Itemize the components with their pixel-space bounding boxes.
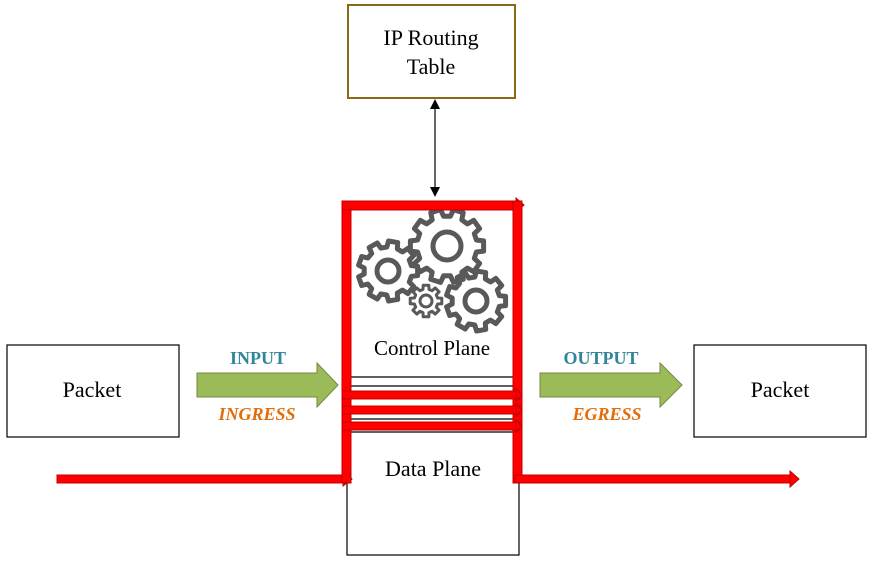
right-packet-label: Packet	[751, 377, 810, 402]
plane-separator-lines	[347, 376, 519, 433]
gear-shape	[356, 238, 421, 304]
ingress-label: INGRESS	[217, 404, 295, 424]
input-arrow	[196, 361, 339, 409]
left-packet-box: Packet	[6, 344, 180, 438]
left-packet-label: Packet	[63, 377, 122, 402]
gear-hole	[374, 257, 402, 285]
gear-hole	[462, 287, 490, 315]
output-label: OUTPUT	[563, 348, 638, 368]
output-arrow	[539, 361, 683, 409]
routing-table-label-line2: Table	[407, 54, 456, 79]
packet-flow-path	[56, 196, 800, 489]
gear-shape	[444, 268, 509, 334]
input-label: INPUT	[230, 348, 286, 368]
egress-label: EGRESS	[571, 404, 641, 424]
router-device-box	[346, 202, 520, 556]
right-packet-box: Packet	[693, 344, 867, 438]
routing-table-label-line1: IP Routing	[383, 25, 478, 50]
gear-shape	[408, 283, 444, 319]
gear-hole	[418, 293, 434, 309]
data-plane-label: Data Plane	[385, 456, 481, 481]
control-plane-label: Control Plane	[374, 336, 490, 360]
gear-hole	[430, 229, 464, 263]
gears-icon	[356, 207, 509, 334]
ip-routing-table-box: IP Routing Table	[347, 4, 516, 99]
